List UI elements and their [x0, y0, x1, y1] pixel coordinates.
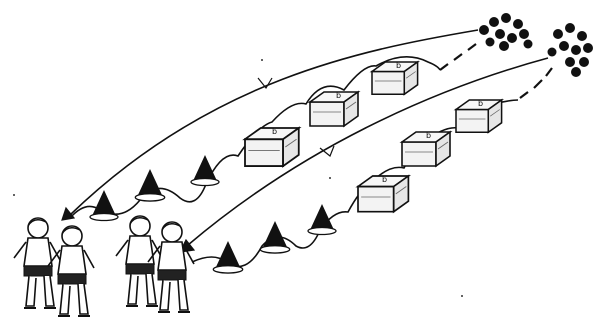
player-figure-icon [48, 226, 94, 316]
player-group-right [116, 216, 194, 312]
vaulting-box-icon [310, 92, 358, 126]
arrowhead-icon [62, 208, 74, 220]
box-mark: b [478, 99, 483, 108]
marker-cone-icon [260, 221, 289, 253]
lane-bottom-path [192, 68, 552, 266]
ball-pile-top [479, 13, 533, 51]
player-figure-icon [116, 216, 162, 306]
box-mark: b [396, 61, 401, 70]
marker-cone-icon [308, 204, 336, 235]
arrowhead-icon [258, 78, 272, 88]
lane-bottom-cones [213, 204, 336, 273]
player-group-left [14, 218, 94, 316]
lane-top-cones [90, 155, 219, 221]
box-mark: b [426, 131, 431, 140]
arrowheads [62, 78, 334, 252]
box-mark: b [382, 175, 387, 184]
lane-top-boxes [245, 62, 418, 166]
marker-cone-icon [191, 155, 219, 186]
box-mark: b [336, 91, 341, 100]
box-mark: b [272, 127, 277, 136]
marker-cone-icon [90, 190, 118, 221]
lane-bottom-boxes [358, 100, 502, 212]
return-paths [70, 30, 548, 245]
player-figure-icon [14, 218, 60, 308]
marker-cone-icon [135, 169, 164, 201]
ball-pile-bottom [548, 23, 594, 77]
vaulting-box-icon [372, 62, 418, 94]
